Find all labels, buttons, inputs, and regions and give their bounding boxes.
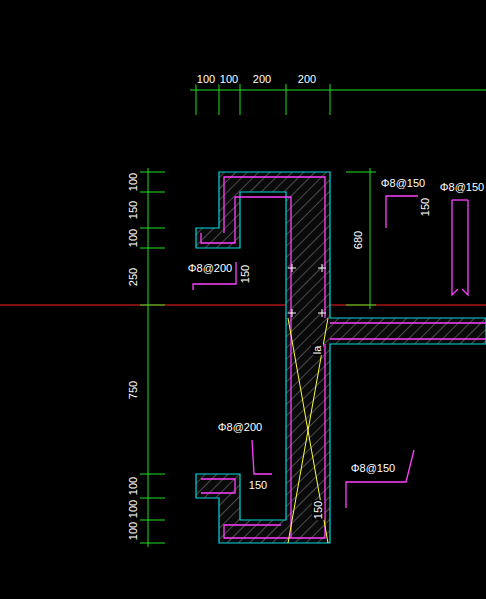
dimension-text: 200 [297, 73, 317, 85]
anchorage-cross [288, 318, 328, 543]
dimension-text: 100 [127, 499, 139, 519]
dimension-text: 250 [127, 267, 139, 287]
dimension-text: 100 [127, 476, 139, 496]
rebar-label: Φ8@200 [217, 421, 263, 433]
rebar-label: 150 [239, 264, 251, 284]
dimension-text: 750 [127, 380, 139, 400]
right-dimension [346, 168, 376, 309]
rebar-label: 150 [419, 197, 431, 217]
dimension-text: 680 [352, 230, 364, 250]
rebar-label: Φ8@150 [439, 181, 485, 193]
rebar-label: 150 [248, 479, 268, 491]
rebar-details [193, 196, 468, 508]
dimension-text: 200 [252, 73, 272, 85]
rebar-label: 150 [312, 500, 324, 520]
reference-line [0, 305, 486, 306]
top-dimension [190, 84, 486, 115]
concrete-section [196, 172, 486, 543]
rebar-label: Φ8@150 [350, 462, 396, 474]
dimension-text: 150 [127, 200, 139, 220]
dimension-text: 100 [127, 228, 139, 248]
rebar-label: Φ8@150 [380, 177, 426, 189]
dimension-text: 100 [127, 172, 139, 192]
dimension-text: 100 [196, 73, 216, 85]
bar-marks [288, 264, 326, 317]
dimension-text: 100 [219, 73, 239, 85]
rebar-label: la [311, 345, 323, 356]
left-dimension [140, 168, 165, 547]
dimension-text: 100 [127, 521, 139, 541]
rebar-label: Φ8@200 [187, 262, 233, 274]
reinforcement [201, 177, 486, 538]
